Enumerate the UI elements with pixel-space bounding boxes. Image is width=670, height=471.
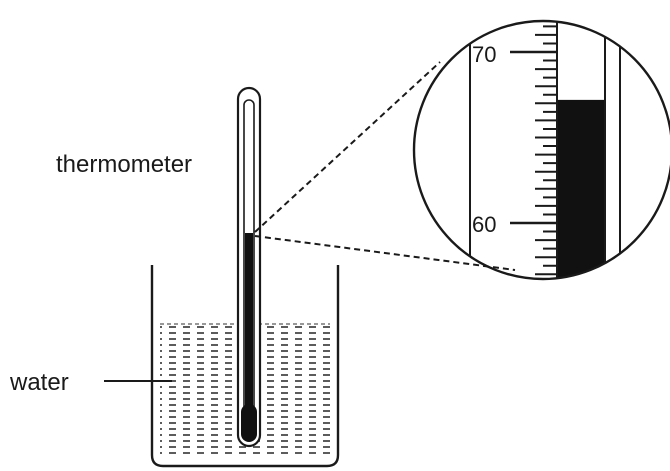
scale-label-70: 70 <box>472 42 496 67</box>
water-label: water <box>9 369 69 396</box>
magnified-scale: 70 60 <box>412 19 670 281</box>
magnifier-circle <box>412 19 670 281</box>
magnified-liquid-column <box>558 99 604 279</box>
thermometer-bulb <box>241 404 257 442</box>
thermometer <box>236 86 262 448</box>
thermometer-label: thermometer <box>56 151 192 178</box>
zoom-connector <box>254 61 516 271</box>
scale-ticks <box>510 25 557 276</box>
scale-label-60: 60 <box>472 212 496 237</box>
zoom-line-bottom <box>254 235 516 271</box>
beaker-outline <box>150 265 340 468</box>
thermometer-liquid <box>245 233 253 428</box>
water-callout: water <box>9 369 172 396</box>
zoom-line-top <box>254 61 441 233</box>
